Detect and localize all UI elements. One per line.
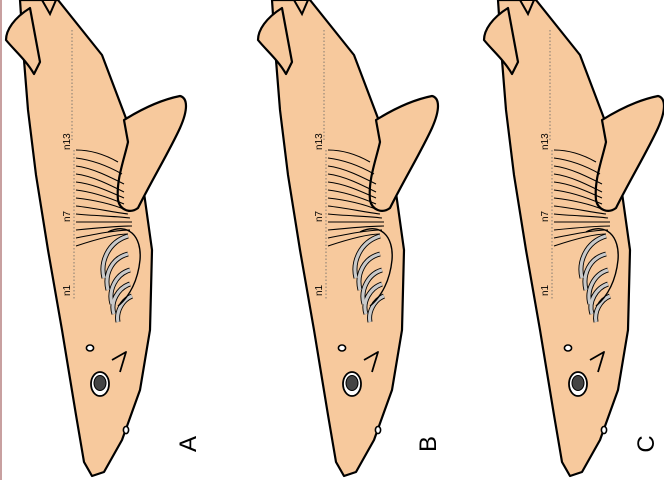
nerve-label-first: n1 (62, 284, 73, 296)
nerve-label-first: n1 (540, 284, 551, 296)
panel-label: B (415, 436, 442, 452)
nerve-label-last: n13 (314, 133, 325, 150)
nerve-label-mid: n7 (540, 210, 551, 222)
nerve-label-mid: n7 (62, 210, 73, 222)
nerve-label-last: n13 (540, 133, 551, 150)
panel-c: n13 n7 n1 C (484, 0, 664, 476)
nerve-label-mid: n7 (314, 210, 325, 222)
nerve-label-last: n13 (62, 133, 73, 150)
panel-b: n13 n7 n1 B (258, 0, 442, 476)
panel-label: C (633, 435, 660, 452)
nerve-label-first: n1 (314, 284, 325, 296)
panel-a: n13 n7 n1 A (6, 0, 202, 476)
panel-label: A (175, 436, 202, 452)
